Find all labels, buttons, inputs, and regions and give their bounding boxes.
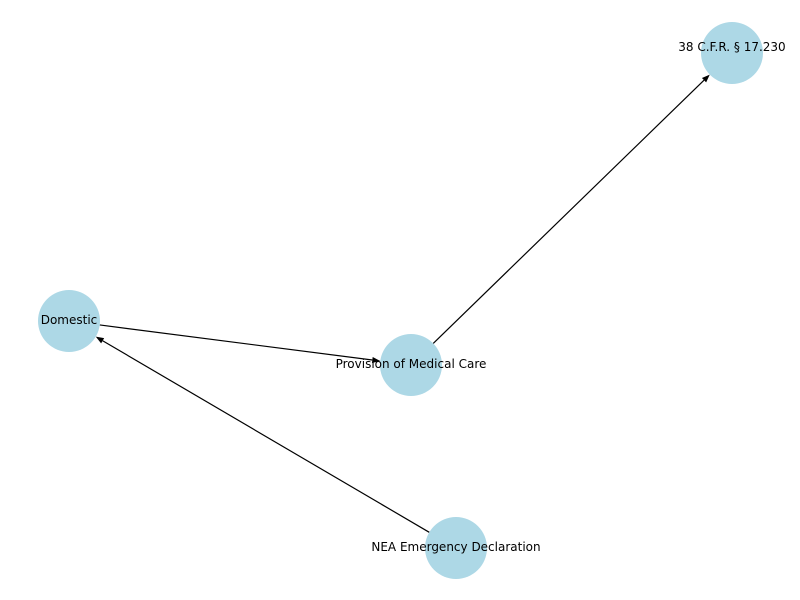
edge-line	[102, 340, 430, 533]
node-circle-medical	[380, 334, 442, 396]
node-medical: Provision of Medical Care	[336, 334, 487, 396]
node-label-cfr: 38 C.F.R. § 17.230	[678, 40, 785, 54]
nodes-layer: 38 C.F.R. § 17.230 Domestic Provision of…	[38, 22, 786, 579]
edge-line	[432, 79, 705, 344]
arrow-head	[95, 336, 105, 344]
edges-layer	[95, 74, 710, 533]
edge-medical-to-cfr	[432, 74, 710, 344]
node-label-medical: Provision of Medical Care	[336, 357, 487, 371]
arrow-head	[371, 357, 381, 363]
node-domestic: Domestic	[38, 290, 100, 352]
node-circle-domestic	[38, 290, 100, 352]
edge-line	[99, 324, 373, 361]
node-nea: NEA Emergency Declaration	[371, 517, 541, 579]
node-circle-cfr	[701, 22, 763, 84]
node-label-nea: NEA Emergency Declaration	[371, 540, 540, 554]
edge-nea-to-domestic	[95, 336, 430, 533]
node-cfr: 38 C.F.R. § 17.230	[678, 22, 786, 84]
arrow-head	[701, 74, 710, 83]
node-label-domestic: Domestic	[41, 313, 98, 327]
edge-domestic-to-medical	[99, 324, 381, 363]
node-circle-nea	[425, 517, 487, 579]
